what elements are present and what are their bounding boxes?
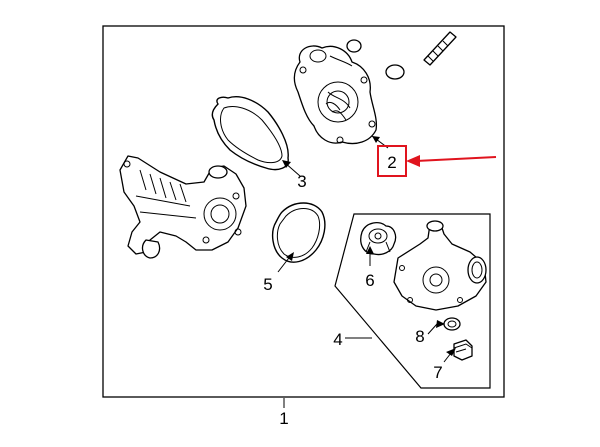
callout-6: 6 [365, 271, 374, 290]
leader-lines [277, 135, 456, 408]
o-ring-small[interactable] [346, 39, 362, 53]
plug-seal-part[interactable] [443, 317, 461, 331]
inlet-gasket-inner [276, 208, 321, 258]
pump-pin[interactable] [423, 31, 457, 66]
callout-4: 4 [333, 330, 342, 349]
inlet-gasket-part[interactable] [271, 202, 326, 263]
thermostat-part[interactable] [360, 221, 397, 256]
water-pump-part[interactable] [293, 45, 378, 145]
highlight-arrow [406, 155, 497, 167]
pump-gasket-part[interactable] [211, 96, 289, 171]
outer-frame [102, 25, 505, 398]
callout-5: 5 [263, 275, 272, 294]
o-ring-large[interactable] [385, 64, 405, 80]
pump-gasket-inner [220, 106, 283, 164]
coolant-housing-assembly[interactable] [119, 155, 247, 259]
callout-3: 3 [297, 172, 306, 191]
subassembly-frame [334, 213, 491, 389]
callout-1: 1 [279, 409, 288, 428]
callout-2: 2 [387, 153, 396, 172]
drain-plug-part[interactable] [453, 339, 473, 361]
callout-8: 8 [415, 327, 424, 346]
callout-7: 7 [433, 363, 442, 382]
thermostat-housing-part[interactable] [393, 220, 487, 311]
